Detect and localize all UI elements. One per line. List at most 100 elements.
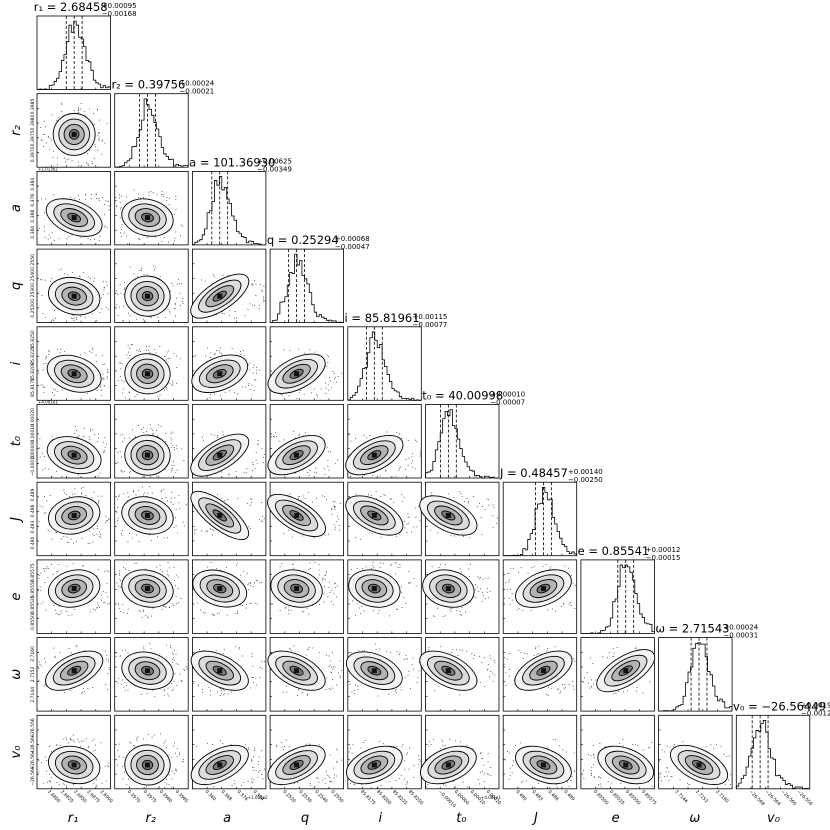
sample-point bbox=[55, 609, 57, 611]
sample-point bbox=[399, 567, 401, 569]
sample-point bbox=[84, 352, 86, 354]
sample-point bbox=[411, 462, 413, 464]
sample-point bbox=[162, 193, 164, 195]
sample-point bbox=[340, 669, 342, 671]
y-axis-label-5: t₀ bbox=[9, 435, 24, 446]
contour-panel-3-1 bbox=[114, 248, 189, 324]
sample-point bbox=[482, 770, 484, 772]
sample-point bbox=[172, 688, 174, 690]
sample-point bbox=[119, 434, 121, 436]
sample-point bbox=[87, 163, 89, 165]
sample-point bbox=[418, 670, 420, 672]
sample-point bbox=[173, 649, 175, 651]
sample-point bbox=[91, 351, 93, 353]
sample-point bbox=[97, 433, 99, 435]
y-tick-label: 0.85575 bbox=[30, 563, 36, 582]
density-peak bbox=[217, 371, 223, 377]
sample-point bbox=[487, 668, 489, 670]
sample-point bbox=[122, 388, 124, 390]
density-peak bbox=[217, 512, 223, 518]
sample-point bbox=[102, 280, 104, 282]
sample-point bbox=[168, 695, 170, 697]
sample-point bbox=[149, 316, 151, 318]
sample-point bbox=[248, 526, 250, 528]
sample-point bbox=[479, 771, 481, 773]
sample-point bbox=[101, 308, 103, 310]
sample-point bbox=[124, 287, 126, 289]
sample-point bbox=[354, 614, 356, 616]
sample-point bbox=[688, 784, 690, 786]
y-tick-label: −0.00010 bbox=[30, 454, 36, 477]
sample-point bbox=[63, 492, 65, 494]
sample-point bbox=[165, 644, 167, 646]
y-tick-label: 0.486 bbox=[30, 504, 36, 517]
sample-point bbox=[87, 165, 89, 167]
sample-point bbox=[77, 436, 79, 438]
sample-point bbox=[466, 497, 468, 499]
sample-point bbox=[445, 784, 447, 786]
sample-point bbox=[668, 771, 670, 773]
sample-point bbox=[80, 102, 82, 104]
sample-point bbox=[95, 354, 97, 356]
sample-point bbox=[325, 783, 327, 785]
sample-point bbox=[176, 297, 178, 299]
sample-point bbox=[218, 349, 220, 351]
sample-point bbox=[234, 310, 236, 312]
y-tick-label: 0.85525 bbox=[30, 595, 36, 614]
x-tick-label: 0.2520 bbox=[281, 789, 296, 804]
sample-point bbox=[106, 123, 108, 125]
sample-point bbox=[127, 541, 129, 543]
sample-point bbox=[329, 380, 331, 382]
sample-point bbox=[105, 658, 107, 660]
sample-point bbox=[327, 384, 329, 386]
sample-point bbox=[710, 744, 712, 746]
sample-point bbox=[324, 585, 326, 587]
sample-point bbox=[390, 497, 392, 499]
sample-point bbox=[223, 648, 225, 650]
sample-point bbox=[143, 646, 145, 648]
sample-point bbox=[440, 747, 442, 749]
sample-point bbox=[90, 197, 92, 199]
panel-frame bbox=[502, 481, 578, 557]
sample-point bbox=[323, 601, 325, 603]
sample-point bbox=[137, 424, 139, 426]
sample-point bbox=[713, 748, 715, 750]
sample-point bbox=[558, 745, 560, 747]
sample-point bbox=[41, 294, 43, 296]
sample-point bbox=[83, 687, 85, 689]
contour-panel-6-5 bbox=[419, 481, 500, 557]
sample-point bbox=[40, 127, 42, 129]
sample-point bbox=[259, 284, 261, 286]
sample-point bbox=[478, 591, 480, 593]
sample-point bbox=[508, 581, 510, 583]
sample-point bbox=[262, 298, 264, 300]
sample-point bbox=[255, 452, 257, 454]
sample-point bbox=[92, 687, 94, 689]
sample-point bbox=[468, 786, 470, 788]
sample-point bbox=[574, 771, 576, 773]
sample-point bbox=[174, 497, 176, 499]
x-tick-label: 0.483 bbox=[531, 789, 544, 802]
sample-point bbox=[272, 603, 274, 605]
sample-point bbox=[78, 194, 80, 196]
sample-point bbox=[171, 380, 173, 382]
sample-point bbox=[486, 498, 488, 500]
sample-point bbox=[564, 565, 566, 567]
sample-point bbox=[49, 746, 51, 748]
sample-point bbox=[215, 650, 217, 652]
sample-point bbox=[255, 770, 257, 772]
sample-point bbox=[69, 737, 71, 739]
sample-point bbox=[408, 457, 410, 459]
sample-point bbox=[325, 770, 327, 772]
sample-point bbox=[308, 568, 310, 570]
sample-point bbox=[474, 584, 476, 586]
sample-point bbox=[593, 754, 595, 756]
sample-point bbox=[321, 495, 323, 497]
sample-point bbox=[438, 685, 440, 687]
sample-point bbox=[98, 119, 100, 121]
sample-point bbox=[167, 350, 169, 352]
sample-point bbox=[390, 651, 392, 653]
sample-point bbox=[487, 773, 489, 775]
param-plus-6: +0.00140 bbox=[568, 468, 603, 476]
sample-point bbox=[117, 749, 119, 751]
